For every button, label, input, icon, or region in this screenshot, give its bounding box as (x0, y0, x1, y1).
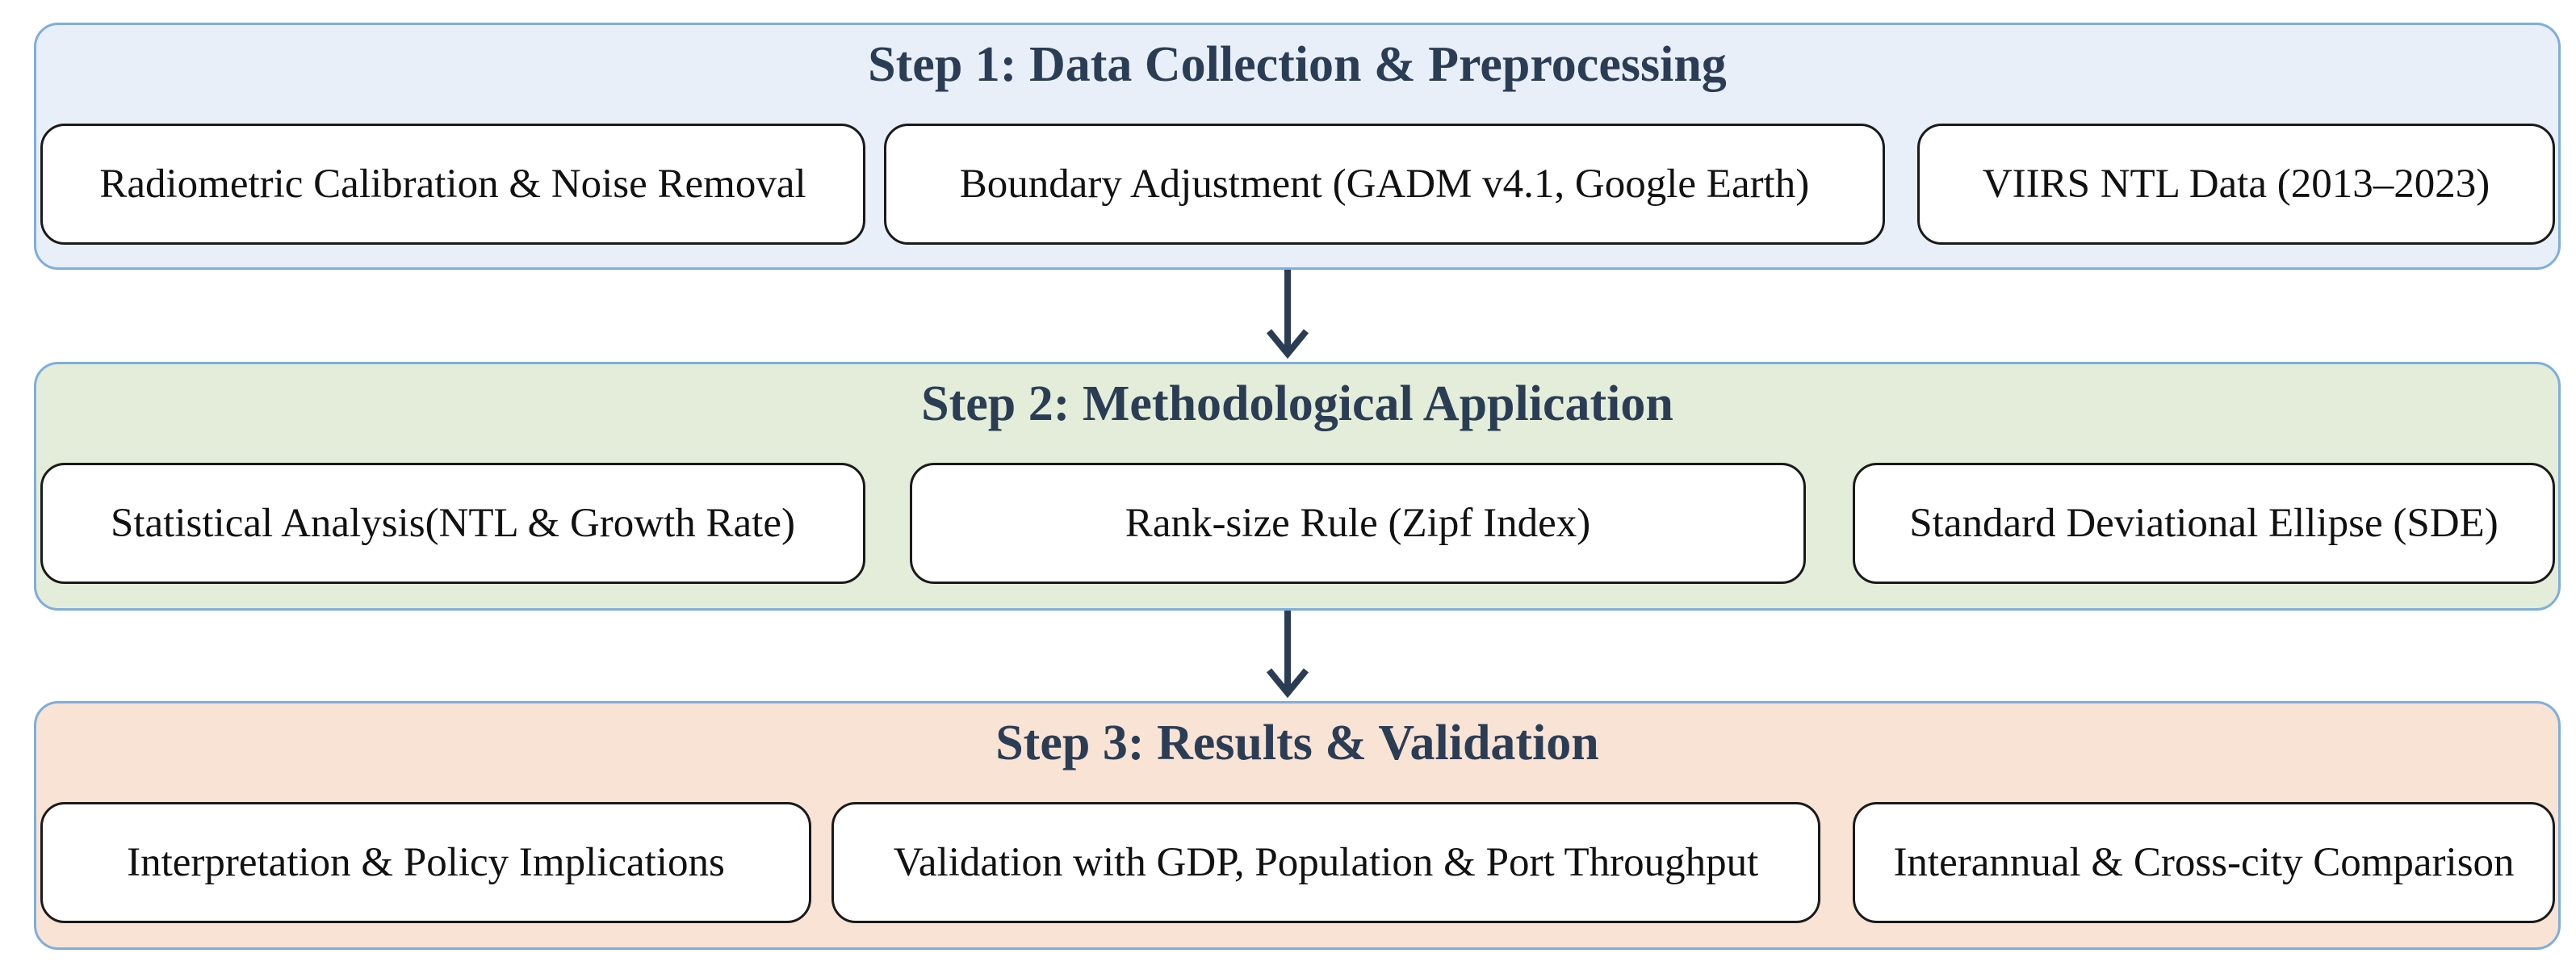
step-3-panel: Step 3: Results & Validation Interpretat… (34, 701, 2561, 950)
step-1-panel: Step 1: Data Collection & Preprocessing … (34, 23, 2561, 270)
step-3-box-interpretation-policy: Interpretation & Policy Implications (40, 802, 811, 923)
step-2-title: Step 2: Methodological Application (921, 376, 1673, 431)
step-3-box-validation-gdp: Validation with GDP, Population & Port T… (831, 802, 1820, 923)
step-3-box-interannual-comparison: Interannual & Cross-city Comparison (1853, 802, 2555, 923)
step-1-box-radiometric-calibration: Radiometric Calibration & Noise Removal (40, 124, 865, 245)
step-2-box-standard-deviational-ellipse: Standard Deviational Ellipse (SDE) (1853, 463, 2555, 584)
step-2-box-statistical-analysis: Statistical Analysis(NTL & Growth Rate) (40, 463, 865, 584)
step-1-title: Step 1: Data Collection & Preprocessing (868, 37, 1727, 92)
step-2-box-rank-size-rule: Rank-size Rule (Zipf Index) (910, 463, 1806, 584)
arrow-step2-to-step3 (1266, 611, 1309, 699)
step-3-title: Step 3: Results & Validation (995, 716, 1599, 771)
step-1-box-viirs-ntl-data: VIIRS NTL Data (2013–2023) (1917, 124, 2555, 245)
step-2-panel: Step 2: Methodological Application Stati… (34, 362, 2561, 611)
arrow-step1-to-step2 (1266, 270, 1309, 359)
step-1-box-boundary-adjustment: Boundary Adjustment (GADM v4.1, Google E… (884, 124, 1885, 245)
